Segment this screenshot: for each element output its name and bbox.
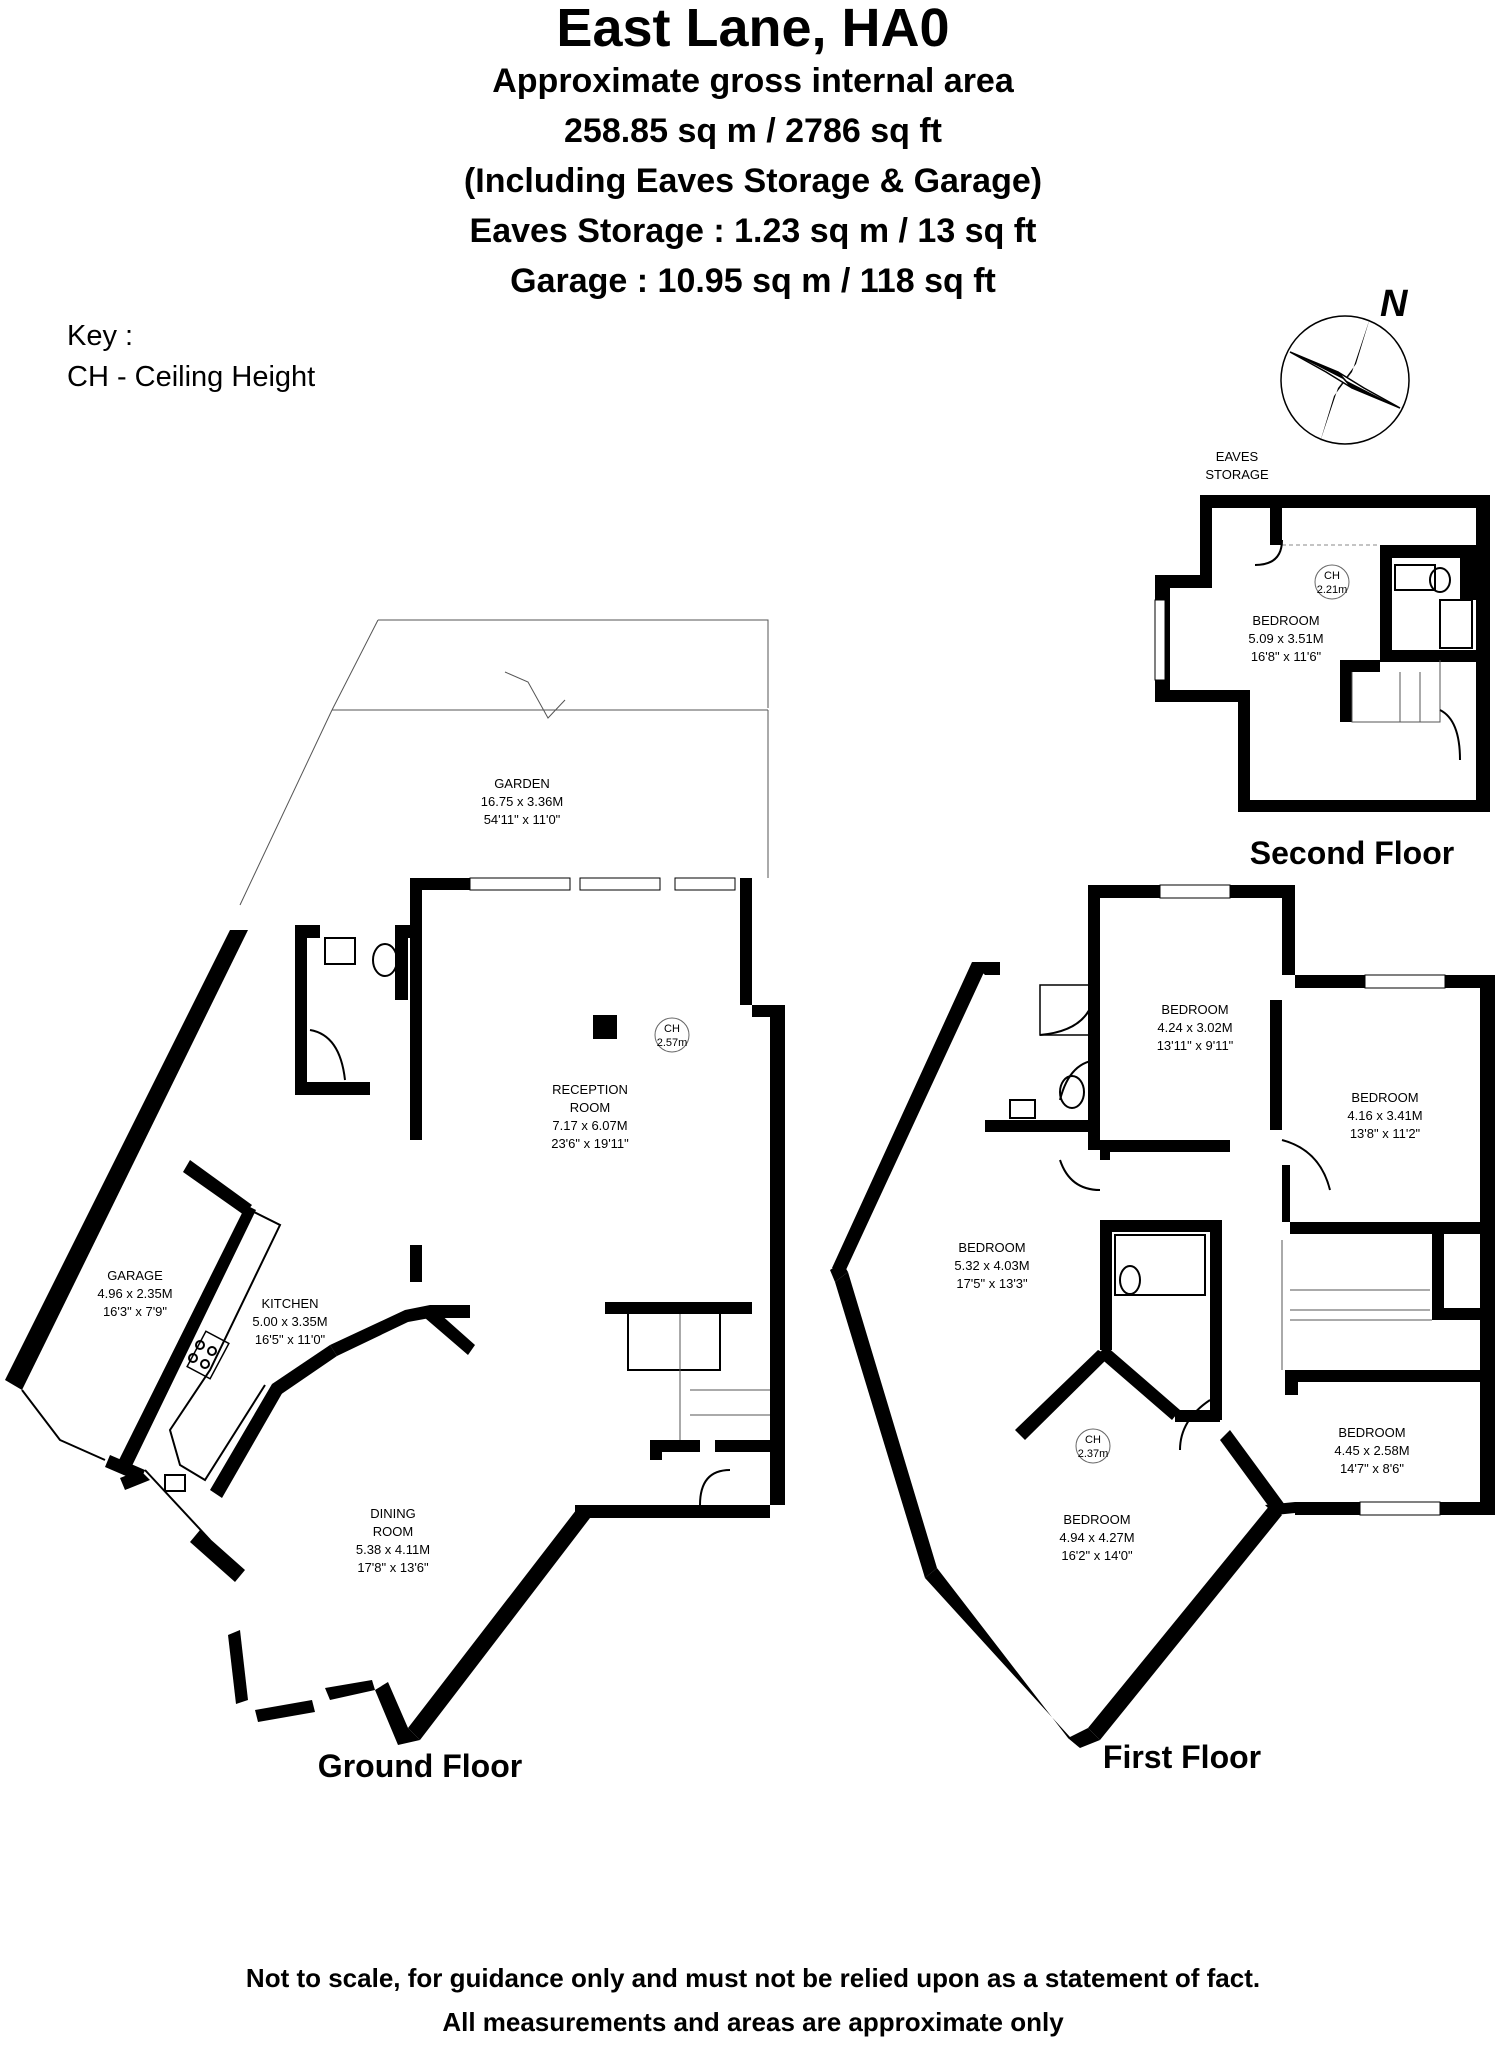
ff-bedroom-top-metric: 4.24 x 3.02M bbox=[1157, 1020, 1232, 1035]
garden-metric: 16.75 x 3.36M bbox=[481, 794, 563, 809]
ff-bedroom-right-metric: 4.16 x 3.41M bbox=[1347, 1108, 1422, 1123]
reception-ch-badge bbox=[654, 1017, 690, 1053]
compass-icon: N bbox=[1280, 283, 1410, 445]
reception-ch-value: 2.57m bbox=[657, 1037, 688, 1049]
kitchen-metric: 5.00 x 3.35M bbox=[252, 1314, 327, 1329]
second-floor-title: Second Floor bbox=[1250, 835, 1454, 871]
first-floor-plan bbox=[830, 884, 1495, 1748]
garage-metric: 4.96 x 2.35M bbox=[97, 1286, 172, 1301]
ff-ch-label: CH bbox=[1085, 1434, 1101, 1446]
compass-north-label: N bbox=[1380, 283, 1409, 325]
ground-floor-plan bbox=[5, 619, 785, 1745]
ff-bedroom-left-metric: 5.32 x 4.03M bbox=[954, 1258, 1029, 1273]
ff-bedroom-right-imperial: 13'8" x 11'2" bbox=[1350, 1126, 1421, 1141]
garage-imperial: 16'3" x 7'9" bbox=[103, 1304, 167, 1319]
dining-label-2: ROOM bbox=[373, 1524, 413, 1539]
dining-imperial: 17'8" x 13'6" bbox=[357, 1560, 429, 1575]
reception-metric: 7.17 x 6.07M bbox=[552, 1118, 627, 1133]
dining-metric: 5.38 x 4.11M bbox=[356, 1542, 430, 1557]
key-entry: CH - Ceiling Height bbox=[67, 361, 316, 393]
ff-ch-value: 2.37m bbox=[1078, 1448, 1109, 1460]
garden-label: GARDEN bbox=[494, 776, 550, 791]
second-floor-plan bbox=[1154, 495, 1490, 812]
ff-bedroom-top-label: BEDROOM bbox=[1161, 1002, 1228, 1017]
eaves-area: Eaves Storage : 1.23 sq m / 13 sq ft bbox=[469, 212, 1037, 250]
reception-imperial: 23'6" x 19'11" bbox=[551, 1136, 629, 1151]
key-title: Key : bbox=[67, 320, 134, 352]
eaves-label-1: EAVES bbox=[1216, 449, 1259, 464]
ff-ch-badge bbox=[1075, 1428, 1111, 1464]
reception-ch-label: CH bbox=[664, 1023, 680, 1035]
area-caption: Approximate gross internal area bbox=[492, 62, 1014, 100]
footer-disclaimer: Not to scale, for guidance only and must… bbox=[0, 1956, 1506, 2044]
ff-bedroom-br-metric: 4.45 x 2.58M bbox=[1334, 1443, 1409, 1458]
ff-bedroom-top-imperial: 13'11" x 9'11" bbox=[1157, 1038, 1234, 1053]
area-inclusion-note: (Including Eaves Storage & Garage) bbox=[463, 162, 1043, 200]
ff-bedroom-left-label: BEDROOM bbox=[958, 1240, 1025, 1255]
ff-bedroom-bottom-imperial: 16'2" x 14'0" bbox=[1061, 1548, 1133, 1563]
page-title: East Lane, HA0 bbox=[556, 0, 950, 58]
ground-floor-title: Ground Floor bbox=[318, 1748, 522, 1784]
sf-ch-value: 2.21m bbox=[1317, 584, 1348, 596]
total-area: 258.85 sq m / 2786 sq ft bbox=[564, 112, 942, 150]
sf-ch-label: CH bbox=[1324, 570, 1340, 582]
sf-bedroom-metric: 5.09 x 3.51M bbox=[1248, 631, 1323, 646]
disclaimer-line-2: All measurements and areas are approxima… bbox=[442, 2007, 1064, 2037]
ff-bedroom-right-label: BEDROOM bbox=[1351, 1090, 1418, 1105]
garden-imperial: 54'11" x 11'0" bbox=[484, 812, 561, 827]
kitchen-label: KITCHEN bbox=[261, 1296, 318, 1311]
ff-bedroom-bottom-metric: 4.94 x 4.27M bbox=[1059, 1530, 1134, 1545]
reception-label-2: ROOM bbox=[570, 1100, 610, 1115]
garage-area: Garage : 10.95 sq m / 118 sq ft bbox=[510, 262, 996, 300]
dining-label-1: DINING bbox=[370, 1506, 416, 1521]
first-floor-title: First Floor bbox=[1103, 1739, 1261, 1775]
garage-label: GARAGE bbox=[107, 1268, 163, 1283]
kitchen-imperial: 16'5" x 11'0" bbox=[255, 1332, 326, 1347]
disclaimer-line-1: Not to scale, for guidance only and must… bbox=[245, 1963, 1261, 1993]
eaves-label-2: STORAGE bbox=[1205, 467, 1269, 482]
ff-bedroom-left-imperial: 17'5" x 13'3" bbox=[956, 1276, 1028, 1291]
reception-label-1: RECEPTION bbox=[552, 1082, 628, 1097]
key-legend: Key : CH - Ceiling Height bbox=[67, 316, 315, 398]
sf-ch-badge bbox=[1314, 564, 1350, 600]
sf-bedroom-imperial: 16'8" x 11'6" bbox=[1251, 649, 1322, 664]
ff-bedroom-br-imperial: 14'7" x 8'6" bbox=[1340, 1461, 1404, 1476]
ff-bedroom-br-label: BEDROOM bbox=[1338, 1425, 1405, 1440]
header: East Lane, HA0 Approximate gross interna… bbox=[0, 0, 1506, 306]
sf-bedroom-label: BEDROOM bbox=[1252, 613, 1319, 628]
ff-bedroom-bottom-label: BEDROOM bbox=[1063, 1512, 1130, 1527]
